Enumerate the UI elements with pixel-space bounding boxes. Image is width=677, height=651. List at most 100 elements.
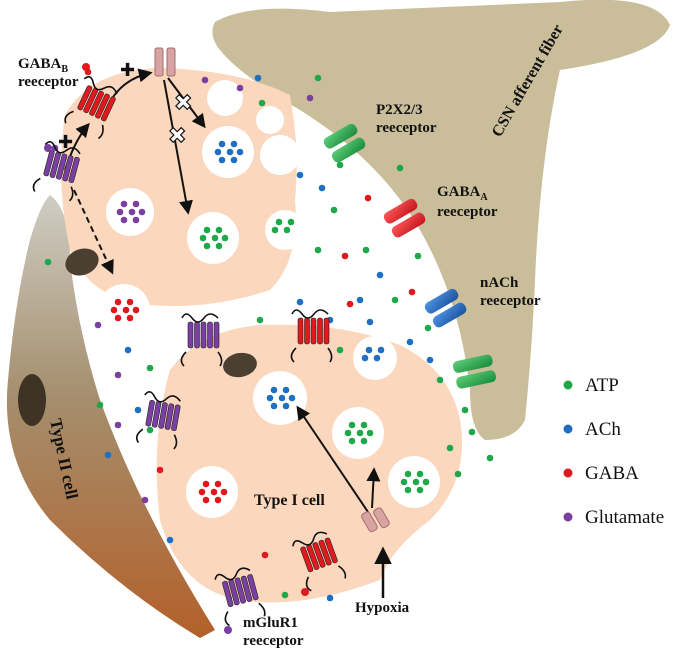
molecule-dot: [326, 594, 334, 602]
glutamate-receptor-left: [135, 391, 181, 450]
receptor-tail: [64, 110, 104, 140]
molecule-dot: [426, 356, 434, 364]
molecule-dot: [203, 226, 211, 234]
helix: [324, 537, 338, 564]
helix: [158, 402, 168, 429]
molecule-dot: [348, 421, 356, 429]
molecule-dot: [226, 148, 234, 156]
molecule-dot: [356, 429, 364, 437]
molecule-dot: [211, 234, 219, 242]
legend-label: ACh: [585, 419, 621, 440]
molecule-dot: [132, 306, 140, 314]
mglur1-label: mGluR1: [243, 615, 298, 631]
inhibit-cross-icon: ✖: [174, 91, 192, 116]
molecule-dot: [138, 208, 146, 216]
legend-label: Glutamate: [585, 507, 664, 528]
type-i-cell-lower: [156, 324, 462, 603]
molecule-dot: [210, 488, 218, 496]
molecule-dot: [282, 386, 290, 394]
receptor-loop: [292, 531, 328, 547]
molecule-dot: [377, 346, 385, 354]
receptor-tail: [224, 602, 266, 627]
molecule-group: [44, 68, 494, 602]
molecule-dot: [461, 406, 469, 414]
gabab-sub: B: [61, 64, 68, 75]
molecule-dot: [96, 401, 104, 409]
legend-swatch: [563, 468, 573, 478]
molecule-dot: [220, 488, 228, 496]
receptor-tail: [305, 565, 347, 592]
channel-subunit: [456, 370, 497, 389]
receptor-loop: [144, 391, 181, 403]
molecule-dot: [126, 314, 134, 322]
helix: [145, 400, 155, 427]
molecule-dot: [436, 376, 444, 384]
receptor-tail: [32, 177, 74, 202]
nach-receptor: [424, 288, 467, 328]
molecule-dot: [281, 591, 289, 599]
helix: [200, 321, 207, 349]
molecule-dot: [271, 226, 279, 234]
channel-subunit: [323, 123, 358, 149]
molecule-dot: [141, 496, 149, 504]
receptor-tail: [180, 351, 223, 367]
molecule-dot: [330, 206, 338, 214]
gabaa-sub: A: [480, 192, 488, 203]
molecule-dot: [468, 428, 476, 436]
nach-label: nACh: [480, 275, 519, 291]
molecule-dot: [288, 394, 296, 402]
molecule-dot: [404, 486, 412, 494]
helix: [317, 317, 323, 345]
nach-label-line2: reeceptor: [480, 293, 541, 309]
molecule-dot: [254, 74, 262, 82]
type-i-cell-upper: [61, 68, 297, 306]
molecule-dot: [221, 234, 229, 242]
helix: [323, 317, 330, 345]
molecule-dot: [236, 148, 244, 156]
molecule-dot: [266, 394, 274, 402]
mglur1-receptor: [214, 567, 266, 627]
legend-swatch: [563, 512, 573, 522]
csn-afferent-fiber: [212, 0, 670, 440]
helix: [77, 85, 93, 111]
molecule-dot: [124, 346, 132, 354]
molecule-dot: [296, 171, 304, 179]
legend-label: ATP: [585, 375, 619, 396]
molecule-dot: [270, 402, 278, 410]
helix: [222, 580, 234, 607]
molecule-dot: [156, 466, 164, 474]
channel-subunit: [391, 212, 426, 238]
molecule-dot: [122, 306, 130, 314]
molecule-dot: [282, 402, 290, 410]
mglur1-label-line2: reeceptor: [243, 633, 304, 649]
gabaa-receptor: [383, 198, 426, 238]
molecule-dot: [214, 480, 222, 488]
molecule-dot: [120, 200, 128, 208]
molecule-dot: [202, 496, 210, 504]
molecule-dot: [454, 470, 462, 478]
receptor-loop: [291, 309, 329, 319]
molecule-dot: [366, 318, 374, 326]
helix: [171, 404, 181, 431]
molecule-dot: [132, 216, 140, 224]
channel-subunit: [424, 288, 459, 314]
molecule-dot: [215, 242, 223, 250]
molecule-dot: [214, 496, 222, 504]
vesicle: [256, 106, 284, 134]
molecule-dot: [166, 536, 174, 544]
molecule-dot: [416, 470, 424, 478]
helix: [304, 317, 310, 345]
molecule-dot: [201, 76, 209, 84]
helix: [300, 546, 314, 573]
molecule-dot: [261, 551, 269, 559]
type-i-cell-label: Type I cell: [254, 492, 325, 509]
receptor-tail: [290, 347, 333, 363]
helix: [68, 156, 80, 183]
molecule-dot: [114, 371, 122, 379]
molecule-dot: [422, 478, 430, 486]
molecule-dot: [256, 316, 264, 324]
molecule-dot: [400, 478, 408, 486]
molecule-dot: [230, 156, 238, 164]
molecule-dot: [275, 218, 283, 226]
